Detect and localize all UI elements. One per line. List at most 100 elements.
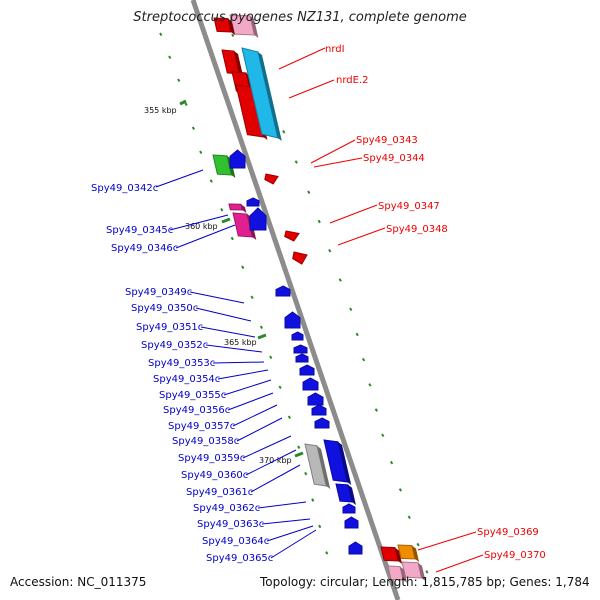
reverse-leader-line [217, 369, 269, 380]
tick-mark [297, 445, 301, 450]
forward-leader-line [337, 227, 386, 246]
tick-mark [381, 433, 385, 438]
reverse-gene-label: Spy49_0354c [153, 374, 220, 385]
reverse-leader-line [242, 435, 292, 459]
tick-mark [361, 357, 366, 362]
tick-mark [159, 32, 163, 37]
tick-mark [325, 551, 329, 555]
gene-Spy49_0369-a-side [395, 547, 403, 564]
gene-Spy49_0361c [335, 483, 356, 505]
reverse-gene-label: Spy49_0352c [141, 340, 208, 351]
forward-leader-line [329, 204, 378, 224]
reverse-gene-label: Spy49_0365c [206, 553, 273, 564]
reverse-leader-line [261, 518, 311, 525]
reverse-leader-line [169, 214, 229, 231]
forward-leader-line [417, 531, 477, 551]
tick-mark [287, 415, 292, 420]
tick-mark [269, 355, 273, 360]
gene-Spy49_0357c [311, 404, 327, 416]
gene-Spy49_0355c [302, 377, 319, 391]
forward-gene-label: Spy49_0347 [378, 201, 440, 212]
tick-mark [425, 570, 429, 574]
tick-mark [407, 515, 411, 520]
forward-leader-line [310, 139, 356, 164]
forward-leader-line [288, 79, 335, 99]
reverse-leader-line [205, 344, 263, 353]
tick-mark [168, 55, 172, 60]
forward-gene-label: Spy49_0369 [477, 527, 539, 538]
tick-mark [177, 78, 181, 83]
tick-mark [250, 295, 254, 300]
gene-Spy49_0352c [293, 344, 308, 354]
tick-mark [184, 102, 188, 107]
left-tick-track [159, 32, 329, 555]
reverse-leader-line [189, 291, 245, 304]
tick-mark [231, 33, 235, 38]
kbp-label: 360 kbp [185, 222, 218, 231]
gene-cyan-long [241, 47, 282, 141]
reverse-leader-line [250, 464, 301, 493]
reverse-gene-label: Spy49_0353c [148, 358, 215, 369]
reverse-leader-line [155, 169, 204, 188]
tick-mark [355, 332, 359, 337]
tick-mark [220, 207, 224, 212]
gene-Spy49_0342c [229, 149, 246, 169]
gene-Spy49_0370 [401, 561, 426, 581]
gene-Spy49_0359c-side [338, 441, 352, 485]
tick-mark [191, 126, 196, 131]
tick-mark [278, 385, 282, 390]
gene-nrdI [221, 49, 244, 77]
tick-mark [368, 383, 372, 387]
reverse-gene-label: Spy49_0345c [106, 225, 173, 236]
reverse-leader-line [227, 392, 274, 411]
tick-mark [389, 460, 394, 465]
gene-Spy49_0347 [284, 230, 300, 242]
forward-leader-line [313, 157, 363, 168]
gene-pink-bottom [387, 565, 408, 583]
tick-mark [318, 524, 322, 529]
tick-mark [282, 129, 286, 134]
reverse-leader-line [175, 224, 236, 249]
reverse-gene-label: Spy49_0355c [159, 390, 226, 401]
forward-gene-label: nrdE.2 [336, 75, 368, 86]
tick-mark [294, 160, 298, 164]
gene-Spy49_0345c-b-body [228, 203, 243, 211]
gene-Spy49_0346c [246, 197, 260, 207]
tick-mark [398, 488, 403, 492]
tick-mark [209, 179, 213, 183]
gene-Spy49_0345c-b-side [241, 204, 247, 213]
tick-mark [304, 471, 308, 476]
gene-gray-block [304, 443, 331, 489]
reverse-gene-label: Spy49_0363c [197, 519, 264, 530]
tick-mark [374, 408, 378, 412]
reverse-gene-label: Spy49_0346c [111, 243, 178, 254]
reverse-leader-line [245, 449, 297, 476]
kbp-tick [221, 217, 231, 224]
gene-Spy49_0345c-b [228, 203, 247, 213]
reverse-leader-line [236, 417, 283, 442]
reverse-gene-label: Spy49_0359c [178, 453, 245, 464]
reverse-gene-label: Spy49_0361c [186, 487, 253, 498]
forward-gene-label: Spy49_0348 [386, 224, 448, 235]
forward-leader-line [278, 47, 326, 70]
gene-Spy49_0370-side [418, 562, 426, 581]
reverse-gene-label: Spy49_0358c [172, 436, 239, 447]
tick-mark [317, 219, 321, 224]
reverse-leader-line [200, 326, 256, 338]
reverse-gene-label: Spy49_0362c [193, 503, 260, 514]
reverse-gene-label: Spy49_0357c [168, 421, 235, 432]
tick-mark [259, 325, 264, 330]
tick-mark [328, 248, 332, 253]
reverse-leader-line [232, 404, 278, 427]
kbp-label: 365 kbp [224, 338, 257, 347]
gene-Spy49_0348 [292, 251, 308, 265]
gene-nrdI-side [234, 51, 244, 77]
reverse-gene-label: Spy49_0350c [131, 303, 198, 314]
gene-Spy49_0369-side [412, 545, 420, 562]
kbp-tick [179, 99, 187, 106]
gene-Spy49_0349c [275, 285, 291, 297]
reverse-gene-label: Spy49_0360c [181, 470, 248, 481]
gene-Spy49_0354c [299, 364, 315, 376]
gene-Spy49_0362c [342, 503, 356, 514]
